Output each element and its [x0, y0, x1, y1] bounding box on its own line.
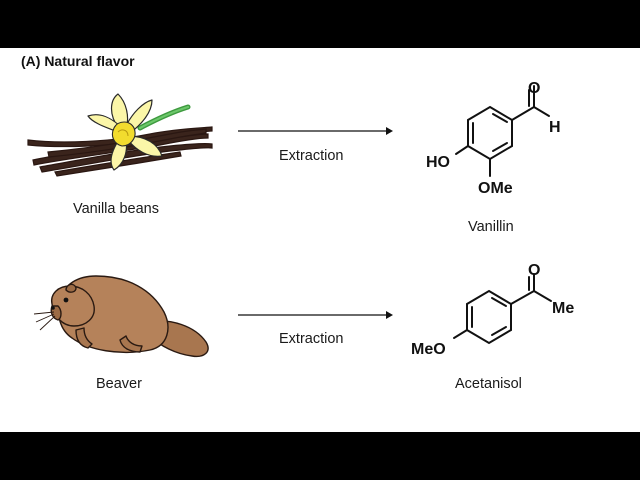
product-label-vanillin: Vanillin	[468, 219, 514, 235]
vanilla-petal-left	[87, 114, 123, 133]
acetanisol-methyl-label: Me	[552, 300, 574, 317]
beaver-whiskers	[33, 311, 56, 331]
white-panel	[0, 48, 640, 432]
acetanisol-methoxy-label: MeO	[411, 341, 446, 358]
beaver-front-leg	[75, 327, 93, 349]
beaver-back-leg	[119, 335, 143, 353]
ketone-bond	[510, 290, 535, 305]
vanillin-structure	[455, 85, 550, 177]
vanillin-methoxy-label: OMe	[478, 180, 513, 197]
vanilla-bean-1	[27, 126, 213, 148]
beaver-eye	[63, 297, 69, 303]
beaver-ear	[65, 283, 77, 293]
reaction-arrow-1	[238, 127, 393, 135]
hydroxy-bond	[455, 145, 469, 155]
arrow-label-extraction-1: Extraction	[279, 148, 344, 164]
source-label-vanilla: Vanilla beans	[73, 201, 159, 217]
reaction-arrow-2	[238, 311, 393, 319]
product-label-acetanisol: Acetanisol	[455, 376, 522, 392]
acetanisol-oxygen-label: O	[528, 262, 540, 279]
arrow-label-extraction-2: Extraction	[279, 331, 344, 347]
beaver-nose	[51, 306, 55, 310]
vanillin-hydroxy-label: HO	[426, 154, 450, 171]
vanilla-flower-center	[111, 121, 136, 147]
acetanisol-structure	[453, 273, 552, 345]
panel-title: (A) Natural flavor	[21, 53, 135, 69]
vanillin-hydrogen-label: H	[549, 119, 561, 136]
aldehyde-bond	[511, 106, 535, 121]
vanilla-beans-illustration	[27, 93, 213, 177]
beaver-illustration	[33, 275, 209, 358]
vanilla-petal-right	[127, 135, 163, 157]
acetanisol-methoxy-bond	[453, 329, 468, 339]
beaver-head	[51, 285, 95, 327]
vanillin-oxygen-label: O	[528, 80, 540, 97]
source-label-beaver: Beaver	[96, 376, 142, 392]
